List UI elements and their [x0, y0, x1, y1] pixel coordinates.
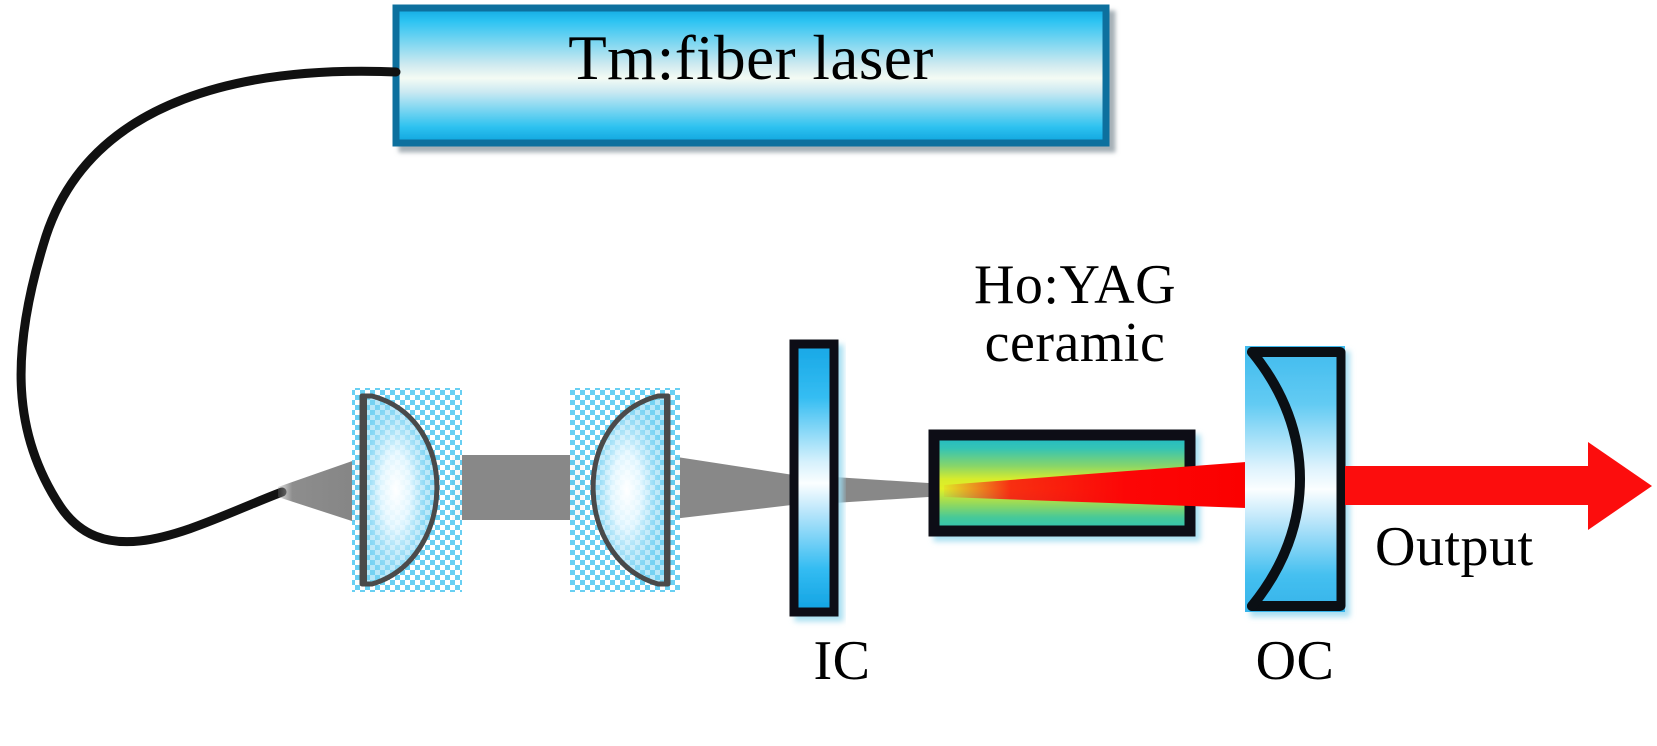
input-coupler-label: IC: [813, 630, 871, 692]
gain-medium-label-line2: ceramic: [984, 312, 1166, 375]
output-coupler-label: OC: [1255, 630, 1335, 692]
output-beam-arrow: [1345, 442, 1652, 530]
collimating-lens: [352, 388, 462, 592]
output-label: Output: [1375, 516, 1534, 578]
output-coupler: [1245, 346, 1346, 612]
laser-beam: [944, 462, 1246, 508]
gain-medium-label: Ho:YAG ceramic: [905, 254, 1245, 375]
delivery-fiber: [16, 66, 401, 547]
pump-source-label: Tm:fiber laser: [568, 23, 934, 93]
focusing-lens: [570, 388, 680, 592]
input-coupler: [789, 339, 839, 617]
gain-medium-label-line1: Ho:YAG: [973, 254, 1177, 316]
pump-beam: [278, 455, 944, 523]
